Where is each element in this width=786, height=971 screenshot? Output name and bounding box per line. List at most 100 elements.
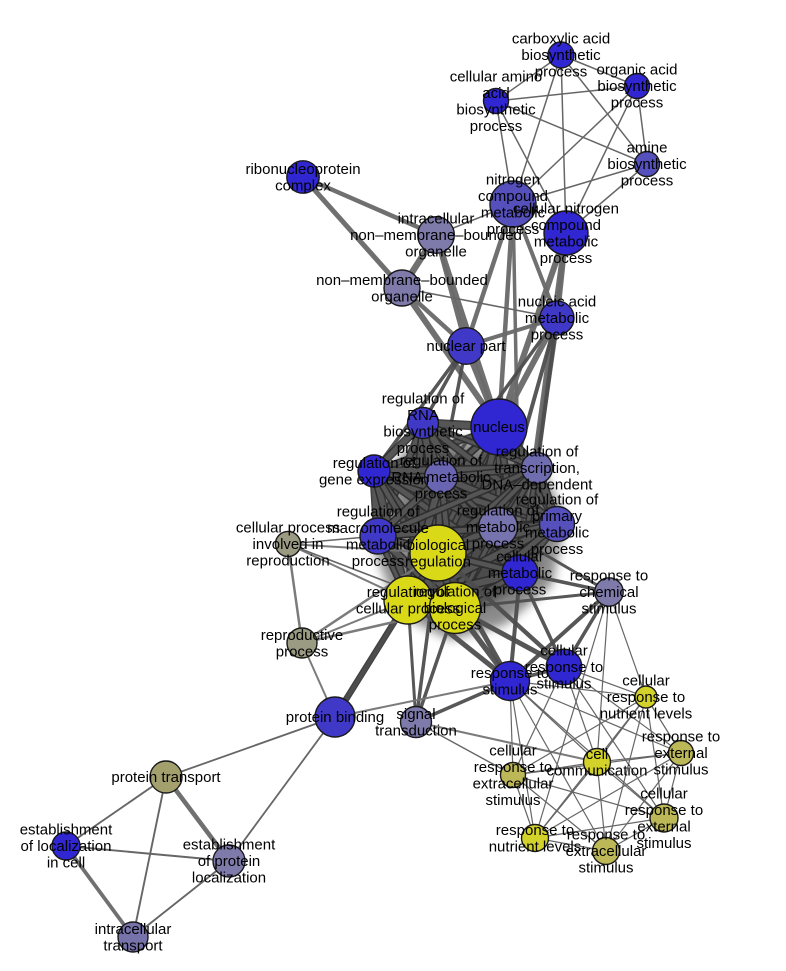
svg-text:primary: primary xyxy=(532,508,583,525)
svg-text:stimulus: stimulus xyxy=(485,792,540,809)
svg-text:reproductive: reproductive xyxy=(261,627,344,644)
svg-text:transduction: transduction xyxy=(375,723,457,740)
svg-text:regulation of: regulation of xyxy=(496,444,579,461)
svg-text:cellular process: cellular process xyxy=(356,601,460,618)
svg-text:chemical: chemical xyxy=(579,584,638,601)
svg-text:nutrient levels: nutrient levels xyxy=(600,706,693,723)
svg-text:communication: communication xyxy=(547,763,648,780)
svg-text:intracellular: intracellular xyxy=(398,211,475,228)
svg-text:DNA–dependent: DNA–dependent xyxy=(482,477,594,494)
svg-text:cellular process: cellular process xyxy=(236,520,340,537)
svg-text:RNA: RNA xyxy=(407,407,439,424)
svg-text:cellular nitrogen: cellular nitrogen xyxy=(513,200,619,217)
svg-text:extracellular: extracellular xyxy=(473,776,554,793)
svg-text:carboxylic acid: carboxylic acid xyxy=(512,31,610,48)
svg-text:external: external xyxy=(637,819,690,836)
svg-text:localization: localization xyxy=(192,870,266,887)
svg-text:intracellular: intracellular xyxy=(95,921,172,938)
svg-text:organic acid: organic acid xyxy=(597,62,678,79)
svg-text:regulation of: regulation of xyxy=(516,491,599,508)
svg-text:biosynthetic: biosynthetic xyxy=(607,156,687,173)
svg-text:nucleic acid: nucleic acid xyxy=(518,294,596,311)
svg-text:cellular: cellular xyxy=(496,549,544,566)
svg-text:metabolic: metabolic xyxy=(488,565,553,582)
svg-text:regulation of: regulation of xyxy=(414,584,497,601)
svg-text:organelle: organelle xyxy=(405,244,467,261)
svg-text:response to: response to xyxy=(570,568,648,585)
svg-text:non–membrane–bounded: non–membrane–bounded xyxy=(316,272,488,289)
svg-text:acid: acid xyxy=(482,85,510,102)
svg-text:process: process xyxy=(415,486,468,503)
svg-text:complex: complex xyxy=(275,177,331,194)
svg-text:metabolic: metabolic xyxy=(481,204,546,221)
svg-text:biosynthetic: biosynthetic xyxy=(597,78,677,95)
svg-text:process: process xyxy=(535,64,588,81)
svg-text:of protein: of protein xyxy=(198,853,261,870)
svg-text:regulation of: regulation of xyxy=(367,584,450,601)
svg-text:involved in: involved in xyxy=(253,536,324,553)
svg-text:ribonucleoprotein: ribonucleoprotein xyxy=(245,161,360,178)
svg-text:gene expression: gene expression xyxy=(319,471,429,488)
svg-text:transcription,: transcription, xyxy=(494,460,580,477)
svg-text:process: process xyxy=(494,582,547,599)
svg-text:biological: biological xyxy=(407,537,470,554)
svg-text:nuclear part: nuclear part xyxy=(426,338,506,355)
svg-text:nutrient levels: nutrient levels xyxy=(489,839,582,856)
svg-text:metabolic: metabolic xyxy=(525,525,590,542)
svg-text:biosynthetic: biosynthetic xyxy=(456,102,536,119)
svg-text:response to: response to xyxy=(474,759,552,776)
svg-text:process: process xyxy=(540,250,593,267)
svg-text:biosynthetic: biosynthetic xyxy=(521,47,601,64)
svg-text:regulation of: regulation of xyxy=(457,503,540,520)
svg-text:regulation of: regulation of xyxy=(333,455,416,472)
svg-text:process: process xyxy=(276,644,329,661)
svg-text:regulation: regulation xyxy=(405,554,471,571)
svg-text:metabolic: metabolic xyxy=(346,537,411,554)
svg-text:response to: response to xyxy=(567,827,645,844)
svg-text:non–membrane–bounded: non–membrane–bounded xyxy=(350,227,522,244)
svg-text:response to: response to xyxy=(525,659,603,676)
svg-text:transport: transport xyxy=(103,938,163,955)
svg-text:process: process xyxy=(352,553,405,570)
svg-text:RNA metabolic: RNA metabolic xyxy=(391,469,491,486)
svg-text:organelle: organelle xyxy=(371,288,433,305)
svg-text:cellular: cellular xyxy=(622,673,670,690)
svg-text:process: process xyxy=(429,617,482,634)
svg-text:regulation of: regulation of xyxy=(337,504,420,521)
svg-text:establishment: establishment xyxy=(20,822,113,839)
svg-text:response to: response to xyxy=(625,802,703,819)
svg-text:response to: response to xyxy=(471,665,549,682)
svg-text:cell: cell xyxy=(586,746,609,763)
svg-text:establishment: establishment xyxy=(183,837,276,854)
svg-text:external: external xyxy=(654,745,707,762)
svg-text:stimulus: stimulus xyxy=(578,860,633,877)
svg-text:macromolecule: macromolecule xyxy=(327,520,429,537)
svg-text:nucleus: nucleus xyxy=(473,419,525,436)
svg-text:process: process xyxy=(472,536,525,553)
svg-text:process: process xyxy=(487,221,540,238)
svg-text:process: process xyxy=(397,440,450,457)
svg-text:stimulus: stimulus xyxy=(653,762,708,779)
svg-text:stimulus: stimulus xyxy=(636,835,691,852)
svg-text:process: process xyxy=(470,118,523,135)
svg-text:cellular amino: cellular amino xyxy=(450,69,543,86)
svg-text:process: process xyxy=(531,541,584,558)
svg-text:process: process xyxy=(531,327,584,344)
svg-text:cellular: cellular xyxy=(640,786,688,803)
svg-text:response to: response to xyxy=(607,689,685,706)
svg-text:compound: compound xyxy=(531,217,601,234)
svg-text:of localization: of localization xyxy=(21,838,112,855)
svg-text:response to: response to xyxy=(496,822,574,839)
svg-text:stimulus: stimulus xyxy=(536,676,591,693)
svg-text:cellular: cellular xyxy=(540,643,588,660)
svg-text:cellular: cellular xyxy=(489,743,537,760)
svg-text:metabolic: metabolic xyxy=(466,519,531,536)
svg-text:response to: response to xyxy=(642,729,720,746)
svg-text:amine: amine xyxy=(627,140,668,157)
svg-text:process: process xyxy=(621,173,674,190)
svg-text:stimulus: stimulus xyxy=(482,682,537,699)
svg-text:compound: compound xyxy=(478,188,548,205)
svg-text:metabolic: metabolic xyxy=(525,310,590,327)
svg-text:regulation of: regulation of xyxy=(400,453,483,470)
svg-text:process: process xyxy=(611,95,664,112)
